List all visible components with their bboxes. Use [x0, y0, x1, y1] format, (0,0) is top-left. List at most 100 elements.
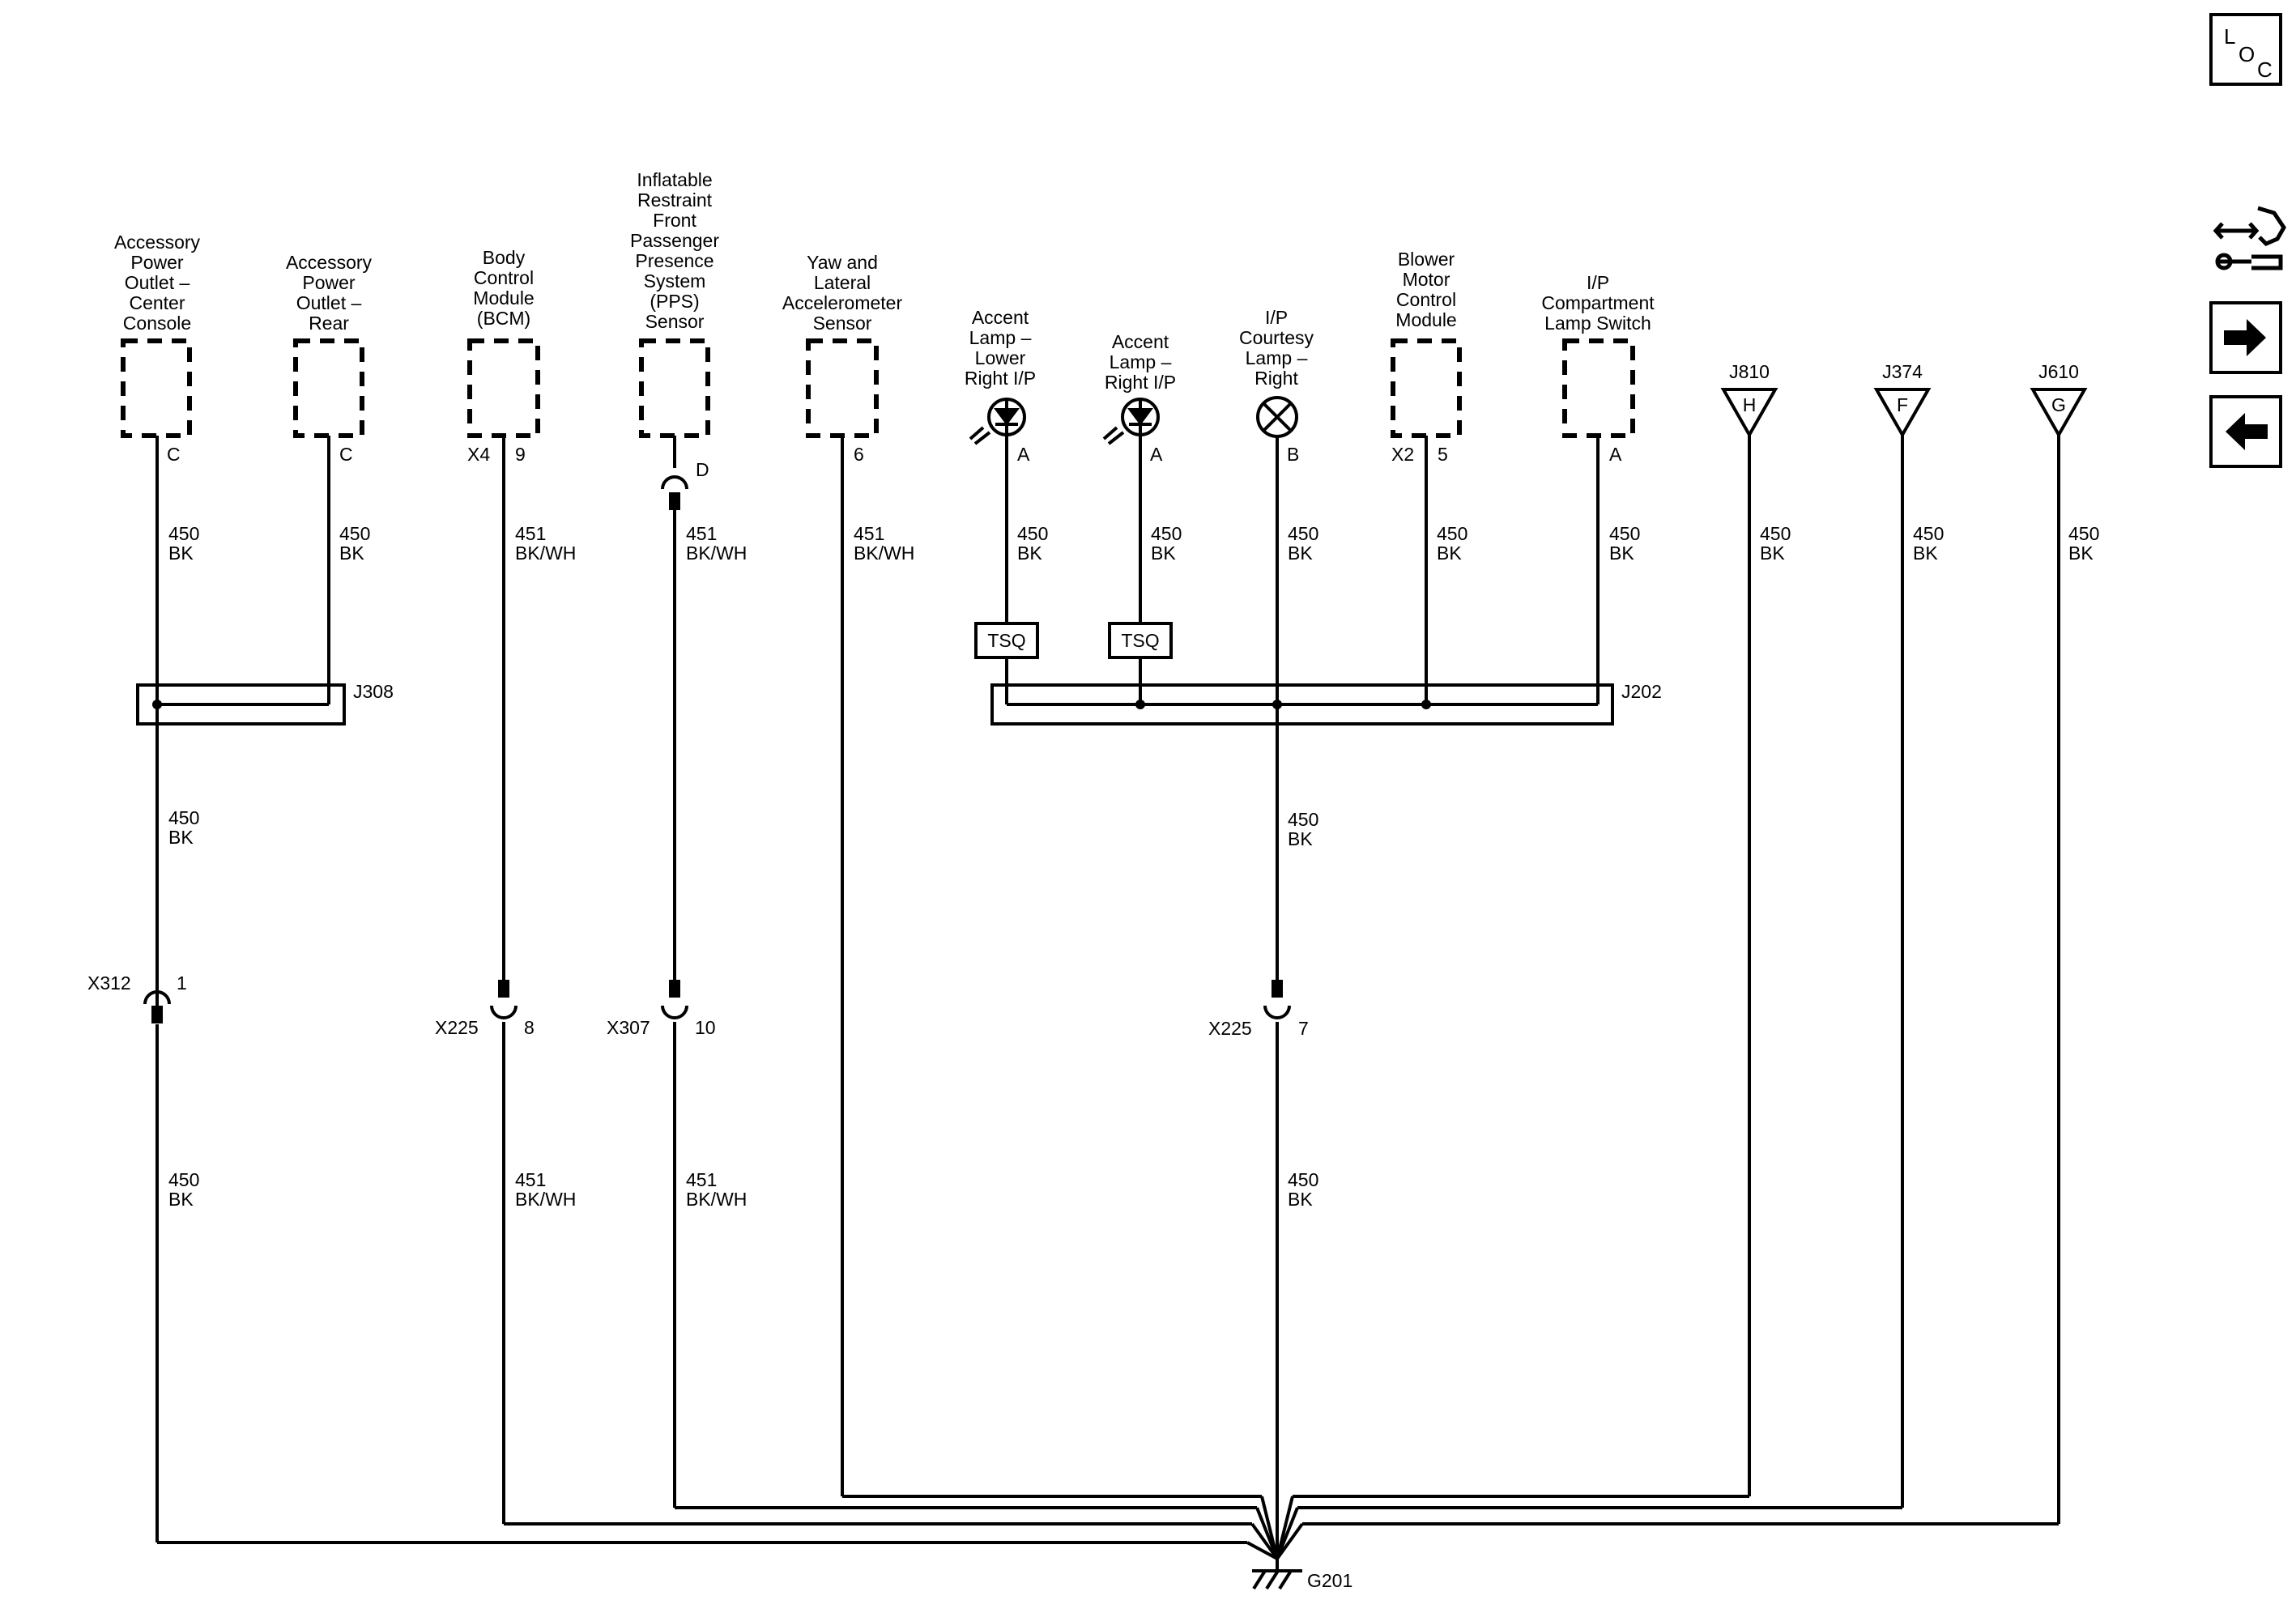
text-line: 450 — [168, 523, 199, 544]
text-line: BK/WH — [854, 543, 914, 564]
text-line: Lamp Switch — [1544, 313, 1651, 334]
text-line: BK — [1437, 543, 1462, 564]
label-j202: J202 — [1621, 681, 1662, 702]
tsq-box-accent-lower — [974, 622, 1039, 659]
bcm-box — [467, 338, 540, 438]
conn-x225-a-pin: 8 — [524, 1017, 535, 1038]
text-line: Blower — [1398, 249, 1455, 270]
text-line: Accent — [1112, 331, 1169, 352]
text-line: BK — [2068, 543, 2094, 564]
text-line: 451 — [515, 523, 546, 544]
loc-o: O — [2238, 42, 2256, 66]
j810-triangle — [1720, 388, 1778, 439]
text-line: Passenger — [630, 230, 719, 251]
junction-refs — [1720, 388, 2088, 439]
pin-blower-conn: X2 — [1391, 444, 1414, 465]
text-line: 450 — [168, 1169, 199, 1190]
pin-accent-right: A — [1150, 444, 1163, 465]
conn-x225-a-name: X225 — [435, 1017, 479, 1038]
courtesy-lamp-symbol — [1256, 396, 1298, 438]
connector-wrench-icon — [2213, 206, 2286, 270]
text-line: Accelerometer — [782, 292, 903, 313]
text-line: Accessory — [286, 252, 373, 273]
text-line: 450 — [1760, 523, 1791, 544]
text-line: 450 — [1017, 523, 1048, 544]
text-line: Lamp – — [1246, 347, 1308, 368]
text-line: Courtesy — [1239, 327, 1314, 348]
blower-module-box — [1391, 338, 1462, 438]
text-line: BK/WH — [686, 543, 747, 564]
text-line: Lamp – — [1110, 351, 1172, 372]
text-line: (PPS) — [650, 291, 699, 312]
pps-sensor-box — [639, 338, 710, 438]
text-line: 450 — [1913, 523, 1944, 544]
connector-end-view-button[interactable] — [2209, 198, 2290, 279]
text-line: System — [644, 270, 706, 291]
arrow-left-icon — [2226, 413, 2268, 450]
apo-center-console-box — [121, 338, 192, 438]
text-line: 450 — [1288, 1169, 1318, 1190]
splice-j202 — [990, 683, 1614, 726]
text-line: Motor — [1403, 269, 1450, 290]
conn-x307-pin: 10 — [695, 1017, 716, 1038]
text-line: Accent — [972, 307, 1029, 328]
text-line: BK — [339, 543, 364, 564]
text-line: Inflatable — [637, 169, 712, 190]
text-line: Outlet – — [296, 292, 362, 313]
pin-compartment: A — [1609, 444, 1622, 465]
text-line: BK — [168, 543, 194, 564]
text-line: 450 — [1151, 523, 1182, 544]
j610-letter: G — [2051, 394, 2066, 415]
text-line: 450 — [1609, 523, 1640, 544]
text-line: BK — [1760, 543, 1785, 564]
tsq-box-accent-right — [1108, 622, 1173, 659]
conn-x225-b-name: X225 — [1208, 1018, 1252, 1039]
apo-rear-box — [293, 338, 364, 438]
compartment-switch-box — [1562, 338, 1635, 438]
j610-triangle — [2030, 388, 2088, 439]
back-arrow-button[interactable] — [2209, 395, 2282, 468]
text-line: Control — [1396, 289, 1456, 310]
text-line: Module — [1395, 309, 1456, 330]
text-line: BK — [1609, 543, 1634, 564]
text-line: Presence — [635, 250, 714, 271]
pin-bcm-conn: X4 — [467, 444, 490, 465]
component-boxes — [121, 338, 1635, 438]
text-line: I/P — [1265, 307, 1288, 328]
text-line: BK/WH — [515, 543, 576, 564]
pin-yaw: 6 — [854, 444, 864, 465]
text-line: Right I/P — [1105, 372, 1176, 393]
conn-x312-pin: 1 — [177, 972, 187, 994]
text-line: Sensor — [645, 311, 705, 332]
forward-arrow-button[interactable] — [2209, 301, 2282, 374]
text-line: Lateral — [814, 272, 871, 293]
text-line: BK — [1151, 543, 1176, 564]
text-line: BK/WH — [686, 1189, 747, 1210]
text-line: Compartment — [1541, 292, 1655, 313]
text-line: (BCM) — [477, 308, 530, 329]
location-button[interactable]: L O C — [2209, 13, 2282, 86]
pin-blower: 5 — [1438, 444, 1448, 465]
text-line: BK — [1913, 543, 1938, 564]
j374-letter: F — [1897, 394, 1908, 415]
